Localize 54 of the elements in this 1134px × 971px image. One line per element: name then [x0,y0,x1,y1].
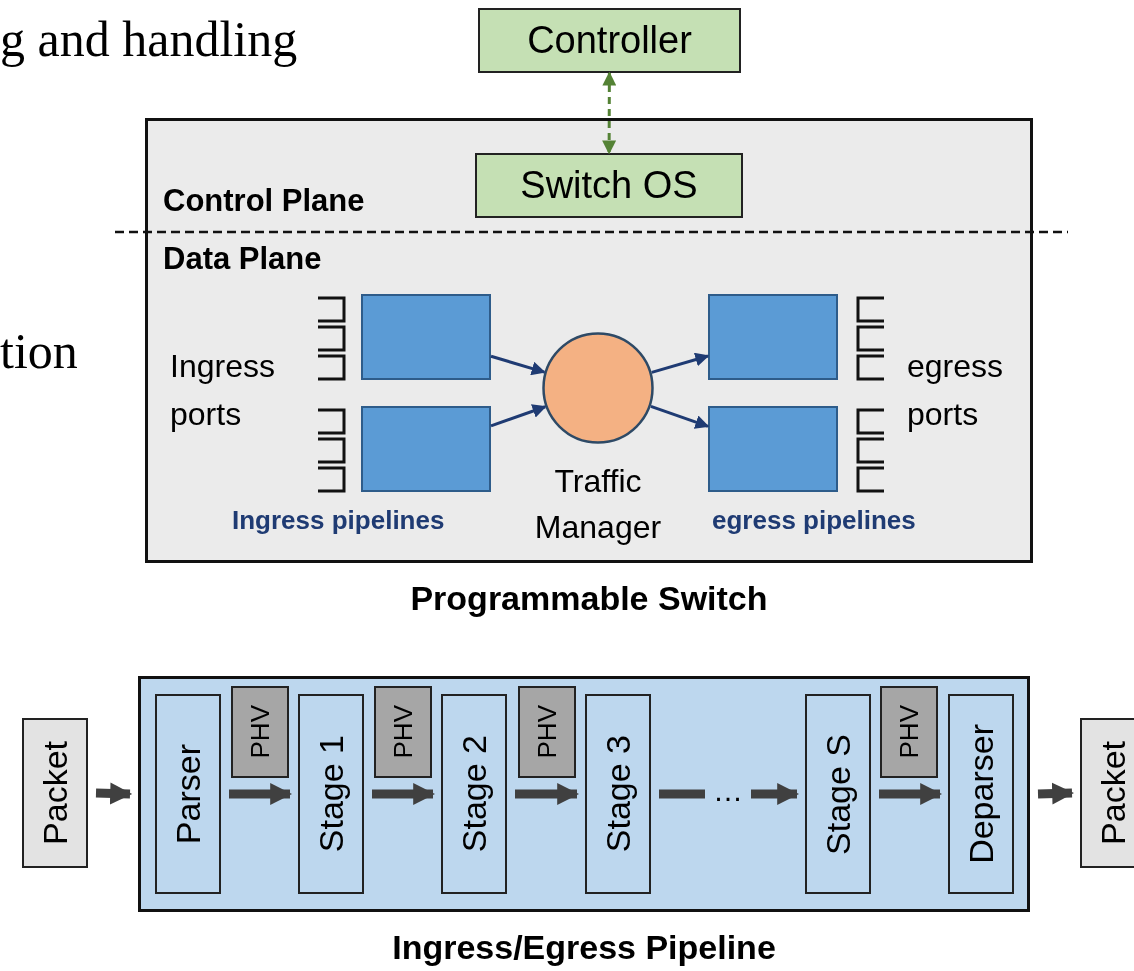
block-arrow [372,783,436,805]
phv-box [518,686,576,778]
node-label: Packet [1093,741,1133,845]
pipeline-block [361,406,491,492]
arrow [490,354,546,376]
phv-box [231,686,289,778]
switch-os-box [475,153,743,218]
node-label: PHV [244,705,276,759]
arrow [651,352,710,374]
node-label: PHV [531,705,563,759]
node-label: Stage 2 [454,735,494,853]
pipeline-label: Ingress pipelines [232,505,445,536]
stage-box [298,694,364,894]
node-label: Switch OS [520,164,698,207]
panel-title: Programmable Switch [410,579,768,618]
deparser-box [948,694,1014,894]
pipeline-block [708,406,838,492]
arrow [490,404,547,428]
node-label: Controller [527,19,692,62]
controller-box [478,8,741,73]
port-label: Ingress ports [170,347,276,434]
phv-box [880,686,938,778]
stage-box [585,694,651,894]
block-arrow [879,783,943,805]
node-label: PHV [387,705,419,759]
slide-text: tion [0,322,78,380]
parser-box [155,694,221,894]
node-label: PHV [893,705,925,759]
slide-text: g and handling [0,10,298,68]
section-label: Control Plane [163,183,365,219]
packet-box [22,718,88,868]
block-arrow [229,783,293,805]
packet-box [1080,718,1134,868]
block-arrow [515,783,580,805]
section-label: Data Plane [163,241,322,277]
stage-box [441,694,507,894]
block-arrow [95,782,133,805]
panel-title: Ingress/Egress Pipeline [392,928,776,967]
node-label: Stage 1 [311,735,351,853]
node-label: Stage 3 [598,735,638,853]
pipeline-block [708,294,838,380]
node-label: Packet [35,741,75,845]
node-label: Parser [168,743,208,845]
arrow [602,71,617,155]
pipeline-label: egress pipelines [712,505,916,536]
block-arrow [1037,782,1075,805]
port-label: egress ports [907,347,1005,434]
node-label: Stage S [818,733,858,855]
arrow [650,405,710,429]
node-caption: Traffic Manager [533,462,663,548]
phv-box [374,686,432,778]
pipeline-block [361,294,491,380]
stage-box [805,694,871,894]
node-label: Deparser [961,724,1001,864]
